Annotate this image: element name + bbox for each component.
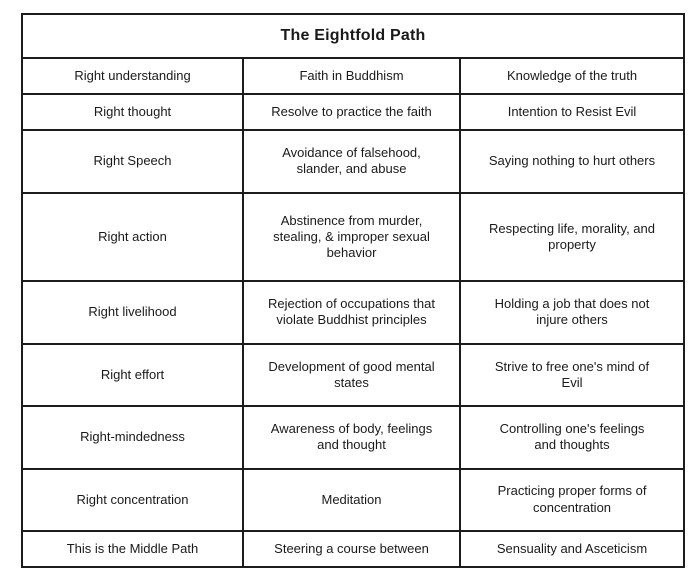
table-row: Right thought Resolve to practice the fa…	[21, 93, 686, 132]
meaning-cell: Respecting life, morality, and property	[458, 191, 686, 283]
practice-cell: Avoidance of falsehood, slander, and abu…	[242, 129, 461, 194]
meaning-cell: Holding a job that does not injure other…	[458, 280, 686, 345]
meaning-cell: Controlling one's feelings and thoughts	[458, 405, 686, 470]
meaning-cell: Strive to free one's mind of Evil	[458, 342, 686, 408]
path-name-cell: Right understanding	[21, 56, 244, 96]
practice-cell: Rejection of occupations that violate Bu…	[242, 280, 461, 345]
practice-cell: Resolve to practice the faith	[242, 93, 461, 132]
practice-cell: Development of good mental states	[242, 342, 461, 408]
table-row: Right livelihood Rejection of occupation…	[21, 280, 686, 345]
table-row: Right effort Development of good mental …	[21, 342, 686, 408]
table-row: Right concentration Meditation Practicin…	[21, 467, 686, 532]
table-row: Right action Abstinence from murder, ste…	[21, 191, 686, 283]
path-name-cell: This is the Middle Path	[21, 529, 244, 569]
meaning-cell: Practicing proper forms of concentration	[458, 467, 686, 532]
table-row: This is the Middle Path Steering a cours…	[21, 529, 686, 569]
path-name-cell: Right action	[21, 191, 244, 283]
table-row: Right-mindedness Awareness of body, feel…	[21, 405, 686, 470]
practice-cell: Meditation	[242, 467, 461, 532]
meaning-cell: Intention to Resist Evil	[458, 93, 686, 132]
practice-cell: Faith in Buddhism	[242, 56, 461, 96]
path-name-cell: Right Speech	[21, 129, 244, 194]
path-name-cell: Right thought	[21, 93, 244, 132]
practice-cell: Awareness of body, feelings and thought	[242, 405, 461, 470]
practice-cell: Steering a course between	[242, 529, 461, 569]
path-name-cell: Right livelihood	[21, 280, 244, 345]
table-title: The Eightfold Path	[20, 13, 686, 59]
title-row: The Eightfold Path	[20, 13, 686, 59]
meaning-cell: Knowledge of the truth	[458, 56, 686, 96]
eightfold-path-table: The Eightfold Path Right understanding F…	[20, 13, 686, 569]
path-name-cell: Right-mindedness	[21, 405, 244, 470]
table-row: Right understanding Faith in Buddhism Kn…	[21, 56, 686, 96]
table-row: Right Speech Avoidance of falsehood, sla…	[21, 129, 686, 194]
meaning-cell: Sensuality and Asceticism	[458, 529, 686, 569]
practice-cell: Abstinence from murder, stealing, & impr…	[242, 191, 461, 283]
meaning-cell: Saying nothing to hurt others	[458, 129, 686, 194]
path-name-cell: Right concentration	[21, 467, 244, 532]
path-name-cell: Right effort	[21, 342, 244, 408]
